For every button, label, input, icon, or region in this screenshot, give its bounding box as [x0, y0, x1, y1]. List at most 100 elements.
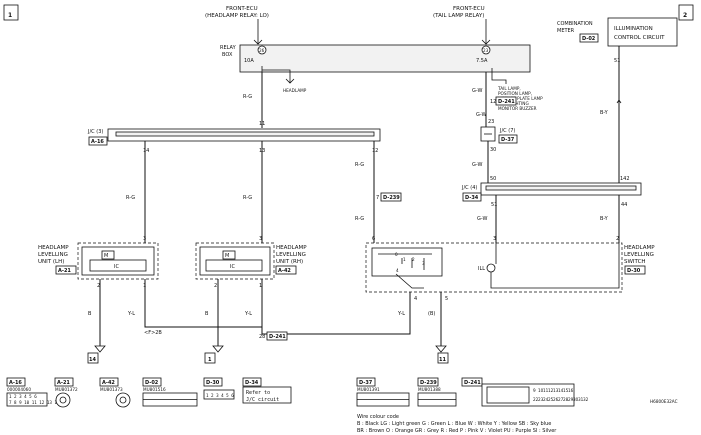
- svg-text:D-02: D-02: [582, 36, 596, 42]
- wire-label-tail-2: G-W: [476, 112, 486, 118]
- d241-pin-label: 23: [538, 397, 544, 402]
- d241-pin-label: 31: [578, 397, 584, 402]
- svg-text:RELAY: RELAY: [220, 45, 237, 51]
- connector-legend-a16: A-16 000004060 1 2 3 4 5 6 7 8 9 10 11 1…: [6, 377, 60, 407]
- pin-jc3-13: 13: [259, 148, 265, 154]
- ground-14: 14: [87, 345, 106, 364]
- junction-connector-a16: J/C (3) A-16: [87, 128, 381, 146]
- wire-label-meter: B-Y: [600, 110, 609, 116]
- svg-text:D-239: D-239: [383, 195, 400, 201]
- connector-legend-a42: A-42 MU801373: [99, 377, 131, 408]
- wire-label-rh-yl: Y-L: [244, 311, 252, 317]
- svg-text:2: 2: [412, 257, 415, 262]
- svg-text:LEVELLING: LEVELLING: [38, 252, 68, 258]
- svg-text:7.5A: 7.5A: [476, 58, 488, 64]
- wire-label-lh: R-G: [126, 195, 135, 201]
- svg-text:1: 1: [208, 357, 212, 363]
- pin-rh-3: 3: [259, 236, 262, 242]
- splice-label: <F>2B: [144, 330, 162, 336]
- wire-label-sw-gw: G-W: [477, 216, 487, 222]
- svg-text:Refer to: Refer to: [246, 390, 270, 396]
- d241-pin-label: 25: [548, 397, 554, 402]
- svg-text:26: 26: [259, 48, 265, 53]
- svg-text:D-241: D-241: [464, 380, 481, 386]
- wire-label-tail-1: G-W: [472, 88, 482, 94]
- wire-label-sw-gnd: (B): [428, 311, 435, 317]
- tail-feed-arrow: [481, 19, 491, 45]
- svg-text:1: 1: [403, 257, 406, 262]
- svg-text:MU801373: MU801373: [100, 387, 123, 392]
- junction-connector-d34: J/C (4) D-34: [461, 182, 642, 202]
- pin-rh-1: 1: [259, 283, 262, 289]
- svg-text:2: 2: [683, 12, 687, 19]
- d241-pin-label: 10: [538, 388, 544, 393]
- wire-label-lh-yl: Y-L: [127, 311, 135, 317]
- d241-pin-label: 12: [548, 388, 554, 393]
- svg-text:ILLUMINATION: ILLUMINATION: [614, 26, 653, 32]
- connector-legend-a21: A-21 MU801372: [54, 377, 78, 408]
- svg-text:M: M: [104, 253, 108, 259]
- svg-text:000004060: 000004060: [7, 387, 31, 392]
- d241-pin-label: 32: [583, 397, 589, 402]
- d241-pin-label: 29: [568, 397, 574, 402]
- svg-text:A-16: A-16: [91, 139, 104, 145]
- svg-text:0: 0: [395, 252, 398, 257]
- svg-text:D-37: D-37: [359, 380, 373, 386]
- pin-jc3-11: 11: [259, 121, 265, 127]
- d241-pin-label: 13: [553, 388, 559, 393]
- svg-text:MU801516: MU801516: [143, 387, 166, 392]
- svg-text:MU801391: MU801391: [357, 387, 380, 392]
- svg-text:Wire colour code: Wire colour code: [357, 414, 399, 420]
- wire-label-r-g-main: R-G: [243, 94, 252, 100]
- pin-jc3-14: 14: [143, 148, 149, 154]
- lo-feed-arrow: [253, 19, 263, 45]
- svg-text:LEVELLING: LEVELLING: [624, 252, 654, 258]
- inline-connector-d239: 7 D-239: [376, 192, 402, 202]
- wire-label-lh-gnd: B: [88, 311, 92, 317]
- wire-label-sw-yl: Y-L: [397, 311, 405, 317]
- svg-text:10A: 10A: [244, 58, 254, 64]
- svg-text:ILL: ILL: [478, 266, 485, 272]
- wire-label-sw-bot: R-G: [355, 216, 364, 222]
- svg-text:1 2 3 4 5 6: 1 2 3 4 5 6: [206, 393, 234, 398]
- headlamp-arrow-label: HEADLAMP: [283, 88, 307, 93]
- pin-lh-3: 3: [143, 236, 146, 242]
- svg-text:J/C (4): J/C (4): [461, 185, 477, 191]
- d241-pin-label: 27: [558, 397, 564, 402]
- svg-text:3: 3: [422, 261, 425, 266]
- d241-pin-label: 16: [568, 388, 574, 393]
- svg-text:A-42: A-42: [278, 268, 291, 274]
- pin-rh-2: 2: [214, 283, 217, 289]
- d241-pin-label: 11: [543, 388, 549, 393]
- svg-text:HEADLAMP: HEADLAMP: [624, 245, 655, 251]
- wire-label-rh: R-G: [243, 195, 252, 201]
- svg-text:UNIT (RH): UNIT (RH): [276, 259, 303, 265]
- headlamp-levelling-unit-rh: M IC HEADLAMP LEVELLING UNIT (RH) A-42: [195, 242, 307, 280]
- svg-text:A-21: A-21: [58, 268, 71, 274]
- svg-text:MU801372: MU801372: [55, 387, 78, 392]
- connector-legend-d239: D-239 MU801388: [417, 377, 457, 407]
- svg-text:J/C (3): J/C (3): [87, 129, 103, 135]
- page-marker-1: 1: [3, 4, 19, 21]
- svg-text:14: 14: [89, 357, 96, 363]
- svg-text:J/C (7): J/C (7): [499, 128, 515, 134]
- pin-sw-4: 4: [414, 296, 417, 302]
- svg-text:D-37: D-37: [501, 137, 515, 143]
- svg-text:A-16: A-16: [9, 380, 22, 386]
- svg-text:LEVELLING: LEVELLING: [276, 252, 306, 258]
- d241-pin-label: 26: [553, 397, 559, 402]
- wire-lh-signal: [144, 279, 262, 328]
- svg-text:A-42: A-42: [102, 380, 115, 386]
- pin-sw-3: 3: [493, 236, 496, 242]
- svg-text:D-30: D-30: [627, 268, 641, 274]
- meter-flow-arrow: [616, 99, 622, 107]
- svg-text:4: 4: [396, 268, 399, 273]
- source-lo-line1: FRONT-ECU: [226, 6, 258, 12]
- pin-sw-6: 6: [372, 236, 375, 242]
- svg-text:D-34: D-34: [465, 195, 479, 201]
- svg-text:12: 12: [490, 99, 496, 105]
- svg-text:1: 1: [8, 12, 12, 19]
- d241-pin-label: 15: [563, 388, 569, 393]
